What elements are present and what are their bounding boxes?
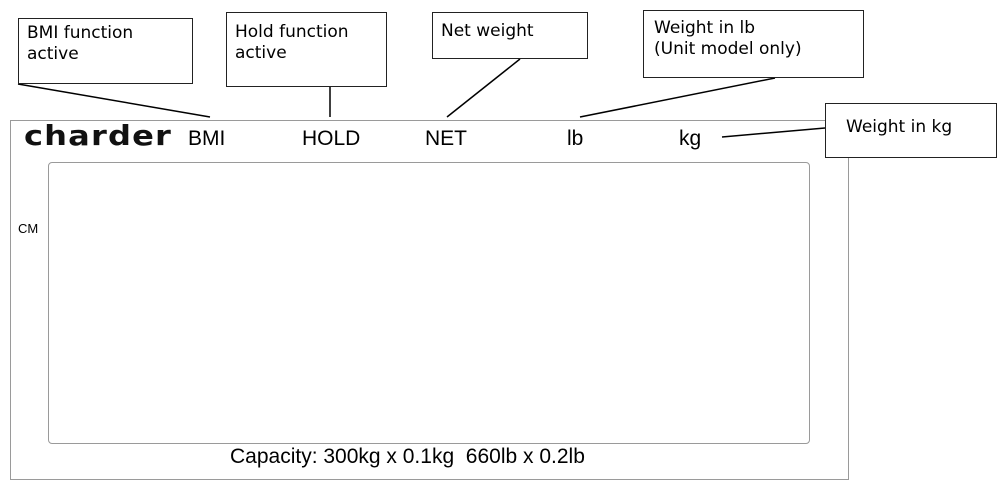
hold-indicator: HOLD <box>302 127 361 150</box>
lb-indicator: lb <box>567 127 584 150</box>
callout-hold-function: Hold function active <box>226 12 387 87</box>
leader-bmi <box>17 83 211 118</box>
charder-logo: charder <box>24 119 176 156</box>
callout-weight-lb: Weight in lb (Unit model only) <box>643 10 864 78</box>
kg-indicator: kg <box>679 127 702 150</box>
capacity-label: Capacity: 300kg x 0.1kg 660lb x 0.2lb <box>230 445 585 468</box>
height-unit-label: CM <box>18 221 39 236</box>
leader-lb <box>579 77 776 118</box>
leader-net <box>446 58 521 118</box>
callout-net-weight: Net weight <box>432 12 588 59</box>
charder-logo-wordmark: charder <box>24 119 172 152</box>
net-indicator: NET <box>425 127 467 150</box>
callout-bmi-function: BMI function active <box>18 18 193 84</box>
bmi-indicator: BMI <box>188 127 226 150</box>
brand-text: charder <box>24 122 172 152</box>
callout-weight-kg: Weight in kg <box>825 103 997 158</box>
lcd-screen <box>48 162 810 444</box>
